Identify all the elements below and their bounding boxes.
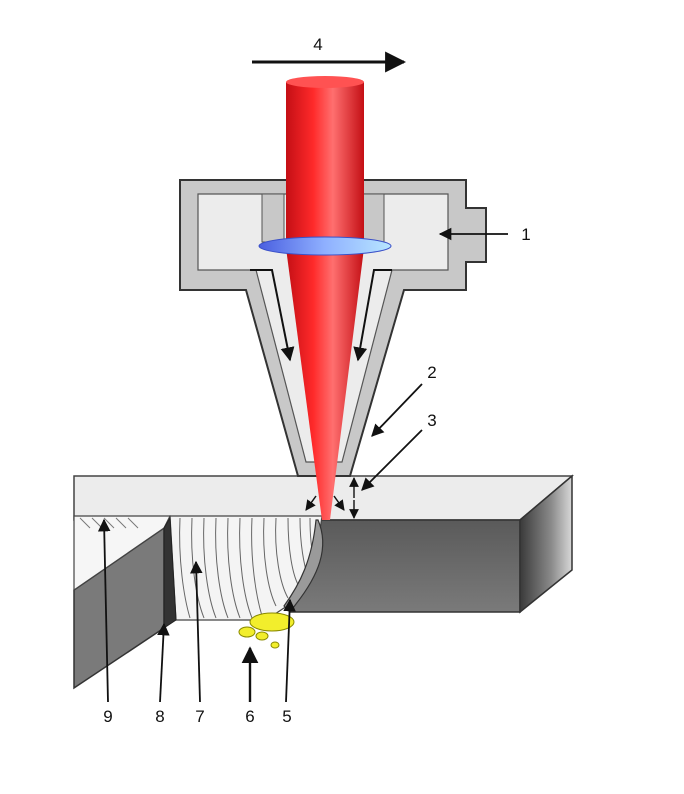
leader-lines — [97, 227, 508, 703]
label-3: 3 — [427, 411, 436, 430]
workpiece — [73, 474, 575, 690]
laser-beam-cone — [286, 248, 364, 520]
dross-edge — [163, 516, 177, 629]
workpiece-end-face — [519, 474, 573, 614]
melt-drop — [255, 631, 269, 641]
gas-exit-left — [305, 495, 317, 511]
leader-8 — [157, 622, 170, 703]
gas-flow-left — [250, 269, 295, 362]
label-9: 9 — [103, 707, 112, 726]
label-2: 2 — [427, 363, 436, 382]
label-4: 4 — [313, 35, 322, 54]
leader-3 — [361, 429, 423, 491]
label-8: 8 — [155, 707, 164, 726]
melt-drop — [270, 641, 280, 649]
laser-beam — [286, 76, 364, 520]
leader-7 — [190, 560, 203, 703]
leader-5 — [283, 598, 296, 703]
label-7: 7 — [195, 707, 204, 726]
leader-9 — [97, 518, 111, 703]
callout-labels: 4 1 2 3 9 8 7 6 5 — [103, 35, 530, 726]
ejected-molten-metal — [238, 612, 295, 649]
melt-drop — [238, 626, 256, 638]
label-6: 6 — [245, 707, 254, 726]
striation-lines — [179, 517, 315, 619]
laser-beam-upper — [286, 82, 364, 248]
melt-pool — [249, 612, 295, 632]
gas-flow-arrows — [250, 269, 392, 511]
lens-holder-left — [261, 193, 285, 243]
laser-beam-top — [286, 76, 364, 88]
label-5: 5 — [282, 707, 291, 726]
focusing-lens — [258, 236, 392, 256]
leader-2 — [371, 383, 423, 437]
label-1: 1 — [521, 225, 530, 244]
workpiece-front-face — [288, 519, 521, 613]
lens-holder-right — [361, 193, 385, 243]
gas-exit-right — [333, 495, 345, 511]
gas-flow-right — [353, 269, 392, 362]
